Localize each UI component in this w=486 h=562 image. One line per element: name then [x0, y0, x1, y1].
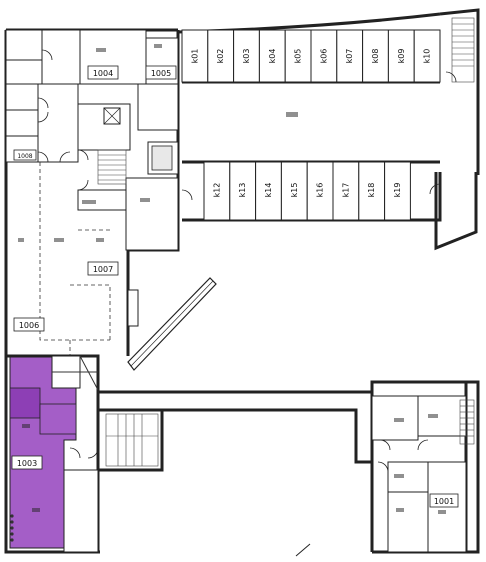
storage-unit-k18[interactable]: k18: [358, 161, 386, 221]
room-number-1008: 1008: [17, 153, 32, 160]
room-number-1005: 1005: [151, 69, 171, 78]
room-label-1003[interactable]: 1003: [11, 455, 43, 470]
storage-unit-k15[interactable]: k15: [280, 161, 308, 221]
stairs-lower-middle: [105, 413, 159, 467]
room-label-1005[interactable]: 1005: [145, 65, 177, 80]
room-labels: 1004 1005 1008 1007 1006 1003 1001: [11, 65, 459, 508]
room-label-1006[interactable]: 1006: [13, 317, 45, 332]
storage-unit-box: [207, 29, 235, 83]
storage-unit-k08[interactable]: k08: [362, 29, 389, 83]
left-open-area: [39, 162, 139, 356]
storage-unit-box: [258, 29, 286, 83]
storage-unit-label: k16: [316, 183, 325, 198]
room-label-1008[interactable]: 1008: [13, 149, 37, 161]
storage-unit-label: k03: [242, 49, 251, 64]
storage-unit-k01[interactable]: k01: [181, 29, 209, 83]
room-number-1004: 1004: [93, 69, 113, 78]
storage-row-top: k01 k02 k03 k04 k05 k06 k07 k08 k09 k10: [181, 29, 441, 83]
storage-unit-label: k19: [393, 183, 402, 198]
storage-unit-label: k06: [319, 49, 328, 64]
storage-unit-k02[interactable]: k02: [207, 29, 235, 83]
storage-unit-label: k07: [345, 49, 354, 64]
storage-unit-box: [336, 29, 364, 83]
storage-unit-k04[interactable]: k04: [258, 29, 286, 83]
room-number-1001: 1001: [434, 497, 454, 506]
storage-row-bottom: k12 k13 k14 k15 k16 k17 k18 k19: [203, 161, 411, 221]
elevator: [103, 107, 121, 125]
storage-unit-k16[interactable]: k16: [306, 161, 334, 221]
storage-unit-k14[interactable]: k14: [255, 161, 282, 221]
storage-unit-label: k04: [268, 49, 277, 64]
storage-unit-label: k09: [397, 49, 406, 64]
storage-unit-label: k05: [294, 49, 303, 64]
room-label-1004[interactable]: 1004: [87, 65, 119, 80]
storage-unit-label: k15: [290, 183, 299, 198]
highlight-subroom[interactable]: [9, 387, 41, 419]
storage-unit-box: [255, 161, 282, 221]
storage-unit-label: k01: [190, 49, 199, 64]
top-left-rooms: [5, 29, 179, 251]
storage-unit-k09[interactable]: k09: [387, 29, 415, 83]
stairs-top-left: [97, 149, 127, 185]
bottom-right-rooms: [295, 395, 475, 557]
room-label-1001[interactable]: 1001: [429, 493, 459, 508]
storage-unit-k05[interactable]: k05: [284, 29, 312, 83]
highlighted-zone[interactable]: [9, 355, 77, 549]
storage-unit-box: [203, 161, 231, 221]
storage-unit-box: [362, 29, 389, 83]
storage-unit-k17[interactable]: k17: [332, 161, 360, 221]
storage-unit-box: [413, 29, 441, 83]
storage-unit-label: k13: [238, 183, 247, 198]
storage-unit-k13[interactable]: k13: [229, 161, 257, 221]
storage-unit-label: k02: [216, 49, 225, 64]
storage-unit-label: k18: [367, 183, 376, 198]
lower-left-rooms: [51, 355, 99, 553]
room-annotations: [18, 44, 446, 514]
storage-unit-k10[interactable]: k10: [413, 29, 441, 83]
doors: [37, 49, 457, 473]
room-number-1007: 1007: [93, 265, 113, 274]
storage-unit-k19[interactable]: k19: [384, 161, 411, 221]
storage-unit-box: [384, 161, 411, 221]
storage-unit-label: k12: [212, 183, 221, 198]
diagonal-walkway: [127, 277, 217, 371]
storage-unit-k12[interactable]: k12: [203, 161, 231, 221]
storage-unit-label: k14: [264, 183, 273, 198]
room-number-1006: 1006: [19, 321, 39, 330]
room-label-1007[interactable]: 1007: [87, 261, 119, 276]
room-number-1003: 1003: [17, 459, 37, 468]
storage-unit-box: [229, 161, 257, 221]
storage-unit-k07[interactable]: k07: [336, 29, 364, 83]
highlight-subroom[interactable]: [39, 403, 77, 435]
storage-unit-box: [181, 29, 209, 83]
storage-unit-k03[interactable]: k03: [233, 29, 260, 83]
storage-unit-label: k10: [423, 49, 432, 64]
storage-unit-label: k17: [341, 183, 350, 198]
storage-unit-box: [284, 29, 312, 83]
storage-unit-k06[interactable]: k06: [310, 29, 338, 83]
storage-unit-box: [387, 29, 415, 83]
storage-unit-label: k08: [371, 49, 380, 64]
stairs-top-right: [451, 17, 475, 83]
